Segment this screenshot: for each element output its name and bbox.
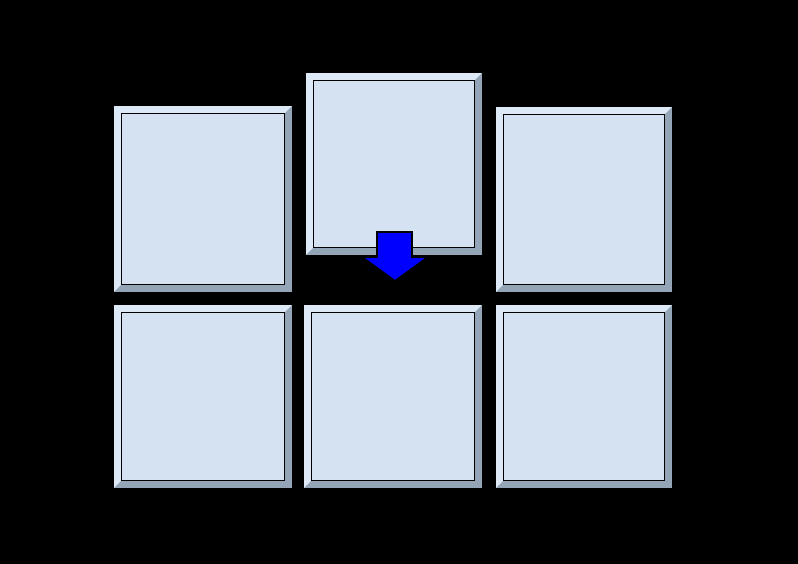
box-bottom-right-face bbox=[503, 312, 665, 481]
box-bottom-right bbox=[495, 304, 673, 489]
box-top-middle-face bbox=[313, 80, 475, 248]
box-top-right bbox=[495, 106, 673, 293]
box-bottom-left-face bbox=[121, 312, 285, 481]
down-arrow-icon bbox=[360, 231, 430, 283]
box-top-right-face bbox=[503, 114, 665, 285]
box-top-middle bbox=[305, 72, 483, 256]
box-bottom-middle-face bbox=[311, 312, 475, 481]
box-bottom-left bbox=[113, 304, 293, 489]
box-top-left-face bbox=[121, 113, 285, 285]
box-top-left bbox=[113, 105, 293, 293]
box-bottom-middle bbox=[303, 304, 483, 489]
